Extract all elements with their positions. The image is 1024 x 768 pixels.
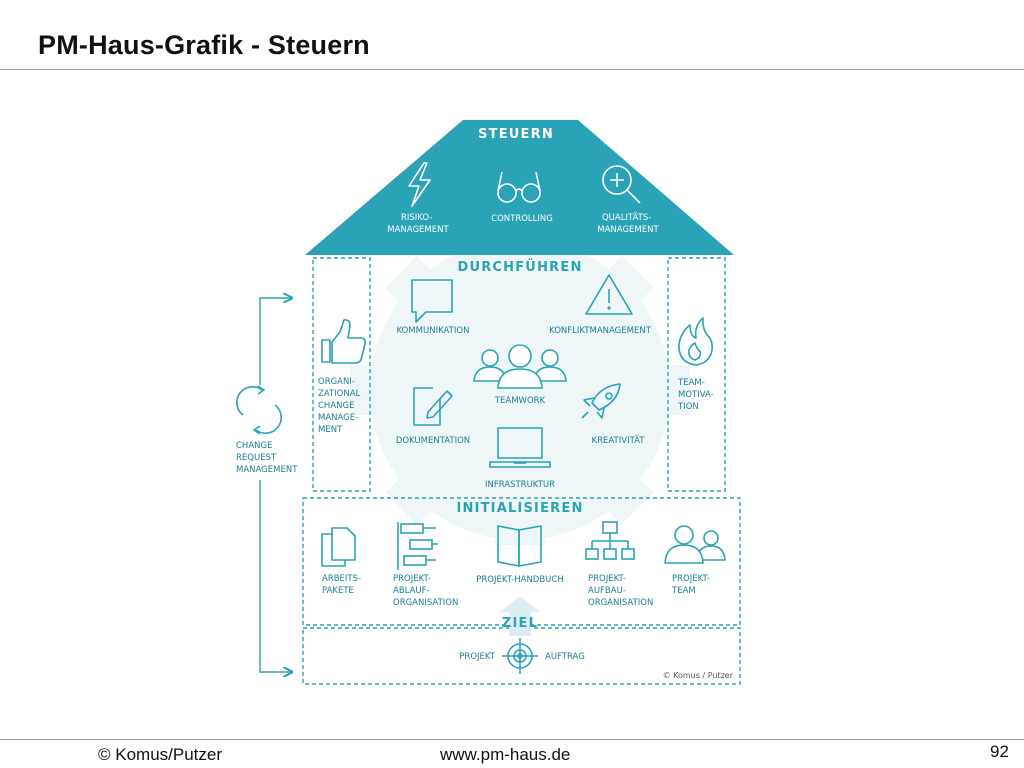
- magnifier-plus-icon: [602, 165, 641, 204]
- risk-label-2: MANAGEMENT: [387, 225, 449, 235]
- execute-title: DURCHFÜHREN: [457, 259, 582, 275]
- conflict-label: KONFLIKTMANAGEMENT: [549, 326, 652, 336]
- pt-line-2: TEAM: [671, 586, 696, 596]
- title-divider: [0, 69, 1024, 70]
- so-line-2: AUFBAU-: [588, 586, 626, 596]
- org-chart-icon: [585, 521, 635, 560]
- ocm-line-4: MANAGE-: [318, 413, 358, 423]
- quality-label-1: QUALITÄTS-: [602, 212, 651, 223]
- controlling-label: CONTROLLING: [491, 214, 553, 224]
- wp-line-1: ARBEITS-: [322, 574, 361, 584]
- roof-title: STEUERN: [478, 127, 554, 142]
- footer-website[interactable]: www.pm-haus.de: [440, 745, 571, 764]
- roof-item-label: QUALITÄTS- MANAGEMENT: [597, 212, 659, 235]
- people-icon: [664, 525, 726, 564]
- change-request-loop: [259, 298, 292, 672]
- po-line-1: PROJEKT-: [393, 574, 431, 584]
- cr-line-2: REQUEST: [236, 453, 277, 463]
- cycle-arrows-icon: [236, 385, 282, 435]
- documents-icon: [321, 527, 356, 567]
- footer-divider: [0, 739, 1024, 740]
- handbook-label: PROJEKT-HANDBUCH: [476, 575, 563, 585]
- diagram-copyright: © Komus / Putzer: [663, 671, 734, 680]
- laptop-icon: [489, 427, 551, 468]
- cr-line-1: CHANGE: [236, 441, 272, 451]
- communication-label: KOMMUNIKATION: [397, 326, 470, 336]
- pt-line-1: PROJEKT-: [672, 574, 710, 584]
- process-org-label: PROJEKT- ABLAUF- ORGANISATION: [393, 574, 458, 608]
- page-number: 92: [990, 742, 1009, 761]
- goal-right-label: AUFTRAG: [545, 652, 585, 662]
- glasses-icon: [497, 171, 541, 203]
- flame-icon: [678, 317, 714, 366]
- ocm-line-2: ZATIONAL: [318, 389, 361, 399]
- initialize-title: INITIALISIEREN: [456, 501, 583, 516]
- risk-label-1: RISIKO-: [401, 213, 432, 223]
- motivation-line-2: MOTIVA-: [678, 390, 714, 400]
- po-line-2: ABLAUF-: [393, 586, 430, 596]
- documentation-label: DOKUMENTATION: [396, 436, 470, 446]
- warning-triangle-icon: [585, 274, 633, 315]
- teamwork-label: TEAMWORK: [494, 396, 546, 406]
- book-icon: [497, 525, 542, 567]
- goal-arrow: [500, 596, 540, 636]
- roof-item-label: RISIKO- MANAGEMENT: [387, 213, 449, 235]
- goal-title: ZIEL: [502, 616, 538, 631]
- change-request-label: CHANGE REQUEST MANAGEMENT: [236, 441, 298, 475]
- structure-org-label: PROJEKT- AUFBAU- ORGANISATION: [588, 574, 653, 608]
- lightning-icon: [408, 162, 431, 207]
- speech-bubble-icon: [411, 279, 453, 323]
- project-team-label: PROJEKT- TEAM: [671, 574, 713, 596]
- rocket-icon: [581, 383, 621, 419]
- po-line-3: ORGANISATION: [393, 598, 458, 608]
- thumbs-up-icon: [321, 319, 366, 364]
- work-packages-label: ARBEITS- PAKETE: [322, 574, 364, 596]
- target-icon: [502, 638, 538, 674]
- gear-background: [350, 225, 690, 545]
- dashed-frames: [302, 257, 741, 685]
- so-line-3: ORGANISATION: [588, 598, 653, 608]
- gantt-icon: [397, 522, 438, 570]
- team-icon: [473, 344, 567, 389]
- roof-shape: [305, 120, 734, 255]
- footer-copyright: © Komus/Putzer: [98, 745, 223, 764]
- edit-document-icon: [413, 387, 453, 426]
- page-title: PM-Haus-Grafik - Steuern: [38, 30, 370, 60]
- infrastructure-label: INFRASTRUKTUR: [485, 480, 555, 490]
- goal-left-label: PROJEKT: [459, 652, 496, 662]
- ocm-line-3: CHANGE: [318, 401, 354, 411]
- cr-line-3: MANAGEMENT: [236, 465, 298, 475]
- ocm-line-1: ORGANI-: [318, 377, 355, 387]
- quality-label-2: MANAGEMENT: [597, 225, 659, 235]
- creativity-label: KREATIVITÄT: [592, 435, 646, 446]
- ocm-line-5: MENT: [318, 425, 343, 435]
- motivation-line-1: TEAM-: [677, 378, 705, 388]
- motivation-line-3: TION: [677, 402, 699, 412]
- wp-line-2: PAKETE: [322, 586, 354, 596]
- left-pillar-label: ORGANI- ZATIONAL CHANGE MANAGE- MENT: [318, 377, 363, 435]
- right-pillar-label: TEAM- MOTIVA- TION: [677, 378, 716, 412]
- so-line-1: PROJEKT-: [588, 574, 626, 584]
